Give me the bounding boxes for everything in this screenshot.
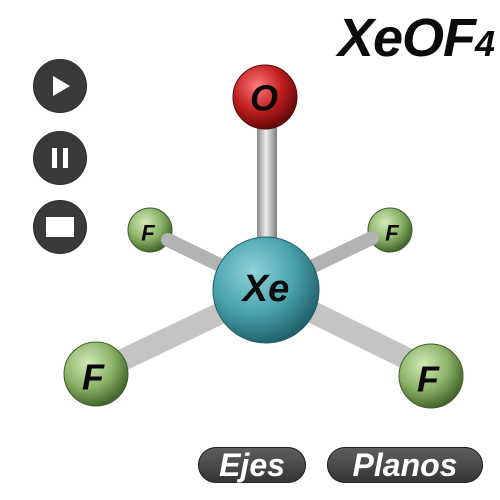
bond-xe-f-back-right (298, 231, 379, 277)
axes-button[interactable]: Ejes (198, 447, 306, 483)
atom-f-back-right-label: F (385, 221, 399, 246)
atom-f-front-right-label: F (417, 359, 440, 400)
title-subscript: 4 (474, 23, 495, 64)
pause-button[interactable] (34, 132, 86, 184)
bond-xe-o (257, 110, 277, 250)
atom-xe: Xe (212, 236, 320, 344)
pause-icon (52, 148, 68, 168)
atom-f-back-right: F (367, 207, 413, 253)
title-formula: XeOF (337, 8, 476, 68)
planes-button[interactable]: Planos (327, 447, 483, 483)
atom-xe-label: Xe (241, 268, 289, 310)
bond-xe-f-front-right (287, 294, 431, 376)
bond-xe-f-front-left (101, 294, 249, 376)
play-button[interactable] (34, 60, 86, 112)
play-icon (53, 76, 70, 96)
stop-button[interactable] (34, 201, 86, 253)
atom-f-back-left-label: F (141, 221, 155, 246)
atom-f-front-left: F (63, 341, 129, 407)
atom-f-front-right: F (398, 343, 464, 409)
atom-f-front-left-label: F (82, 357, 105, 398)
atom-o: O (232, 64, 298, 130)
atom-o-label: O (250, 78, 278, 119)
stop-icon (46, 217, 74, 237)
atom-f-back-left: F (127, 207, 173, 253)
molecule-title: XeOF4 (337, 6, 495, 76)
